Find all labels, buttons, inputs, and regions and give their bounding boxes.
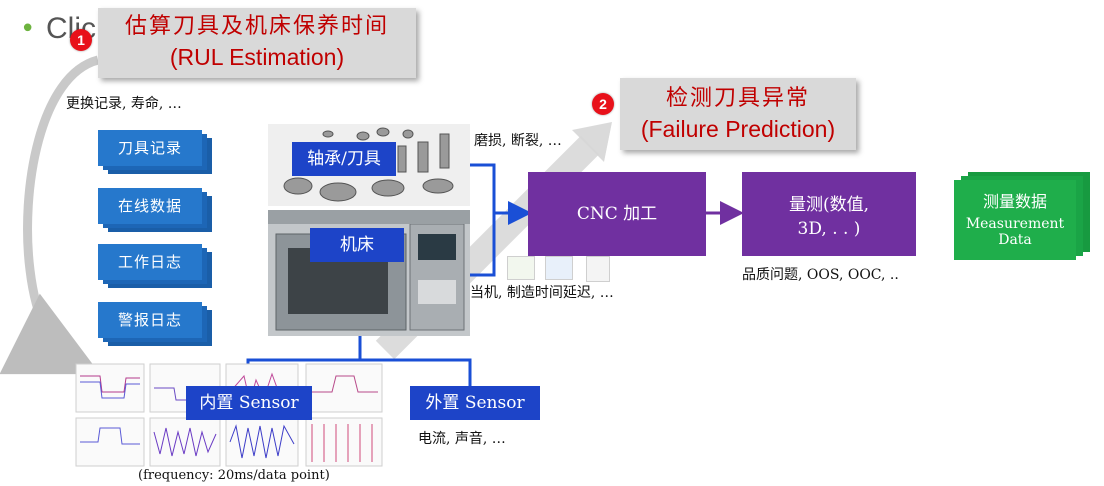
replace-life-note: 更换记录, 寿命, … <box>66 96 182 112</box>
frequency-note: (frequency: 20ms/data point) <box>138 468 330 483</box>
machine-label: 机床 <box>310 228 404 262</box>
external-sensor-box: 外置 Sensor <box>410 386 540 420</box>
rul-callout-subtitle: (RUL Estimation) <box>169 44 345 70</box>
record-stack-online: 在线数据 <box>98 188 212 232</box>
record-stack-tool: 刀具记录 <box>98 130 212 174</box>
failure-prediction-callout: 检测刀具异常 (Failure Prediction) <box>620 78 856 150</box>
cnc-process-box: CNC 加工 <box>528 172 706 256</box>
bearing-tool-label: 轴承/刀具 <box>292 142 396 176</box>
measurement-data-doc: 测量数据 Measurement Data <box>954 172 1090 260</box>
bearing-tool-photo: 轴承/刀具 <box>268 124 470 206</box>
measurement-line-1: 量测(数值, <box>788 195 870 215</box>
step-2-badge: 2 <box>592 93 614 115</box>
bearing-to-cnc-line <box>470 163 532 225</box>
film-placeholder-icon <box>586 256 610 282</box>
step-1-badge: 1 <box>70 29 92 51</box>
image-placeholder-icon <box>507 256 535 280</box>
downtime-note: 当机, 制造时间延迟, … <box>470 285 614 301</box>
rul-callout-title: 估算刀具及机床保养时间 <box>124 14 389 39</box>
record-label: 警报日志 <box>98 302 202 338</box>
rul-estimation-callout: 估算刀具及机床保养时间 (RUL Estimation) <box>98 8 416 78</box>
machine-to-cnc-line <box>470 213 496 277</box>
rul-curved-arrow <box>0 55 101 375</box>
chart-placeholder-icon <box>545 256 573 280</box>
machine-photo: 机床 <box>268 210 470 336</box>
record-label: 工作日志 <box>98 244 202 280</box>
cnc-process-label: CNC 加工 <box>576 204 658 224</box>
record-label: 刀具记录 <box>98 130 202 166</box>
internal-sensor-box: 内置 Sensor <box>186 386 312 420</box>
measurement-line-2: 3D, . . ) <box>797 219 861 239</box>
wear-break-note: 磨损, 断裂, … <box>474 133 562 149</box>
quality-note: 品质问题, OOS, OOC, .. <box>742 267 899 283</box>
measurement-data-line2: Data <box>998 232 1032 248</box>
slide-bullet: • <box>20 14 36 44</box>
record-label: 在线数据 <box>98 188 202 224</box>
record-stack-worklog: 工作日志 <box>98 244 212 288</box>
measurement-data-title: 测量数据 <box>982 192 1047 211</box>
failure-callout-subtitle: (Failure Prediction) <box>640 116 836 142</box>
measurement-box: 量测(数值, 3D, . . ) <box>742 172 916 256</box>
record-stack-alarm: 警报日志 <box>98 302 212 346</box>
failure-callout-title: 检测刀具异常 <box>665 86 810 111</box>
current-sound-note: 电流, 声音, … <box>418 431 506 447</box>
cnc-machine-image <box>268 210 470 336</box>
measurement-data-line1: Measurement <box>965 216 1065 232</box>
